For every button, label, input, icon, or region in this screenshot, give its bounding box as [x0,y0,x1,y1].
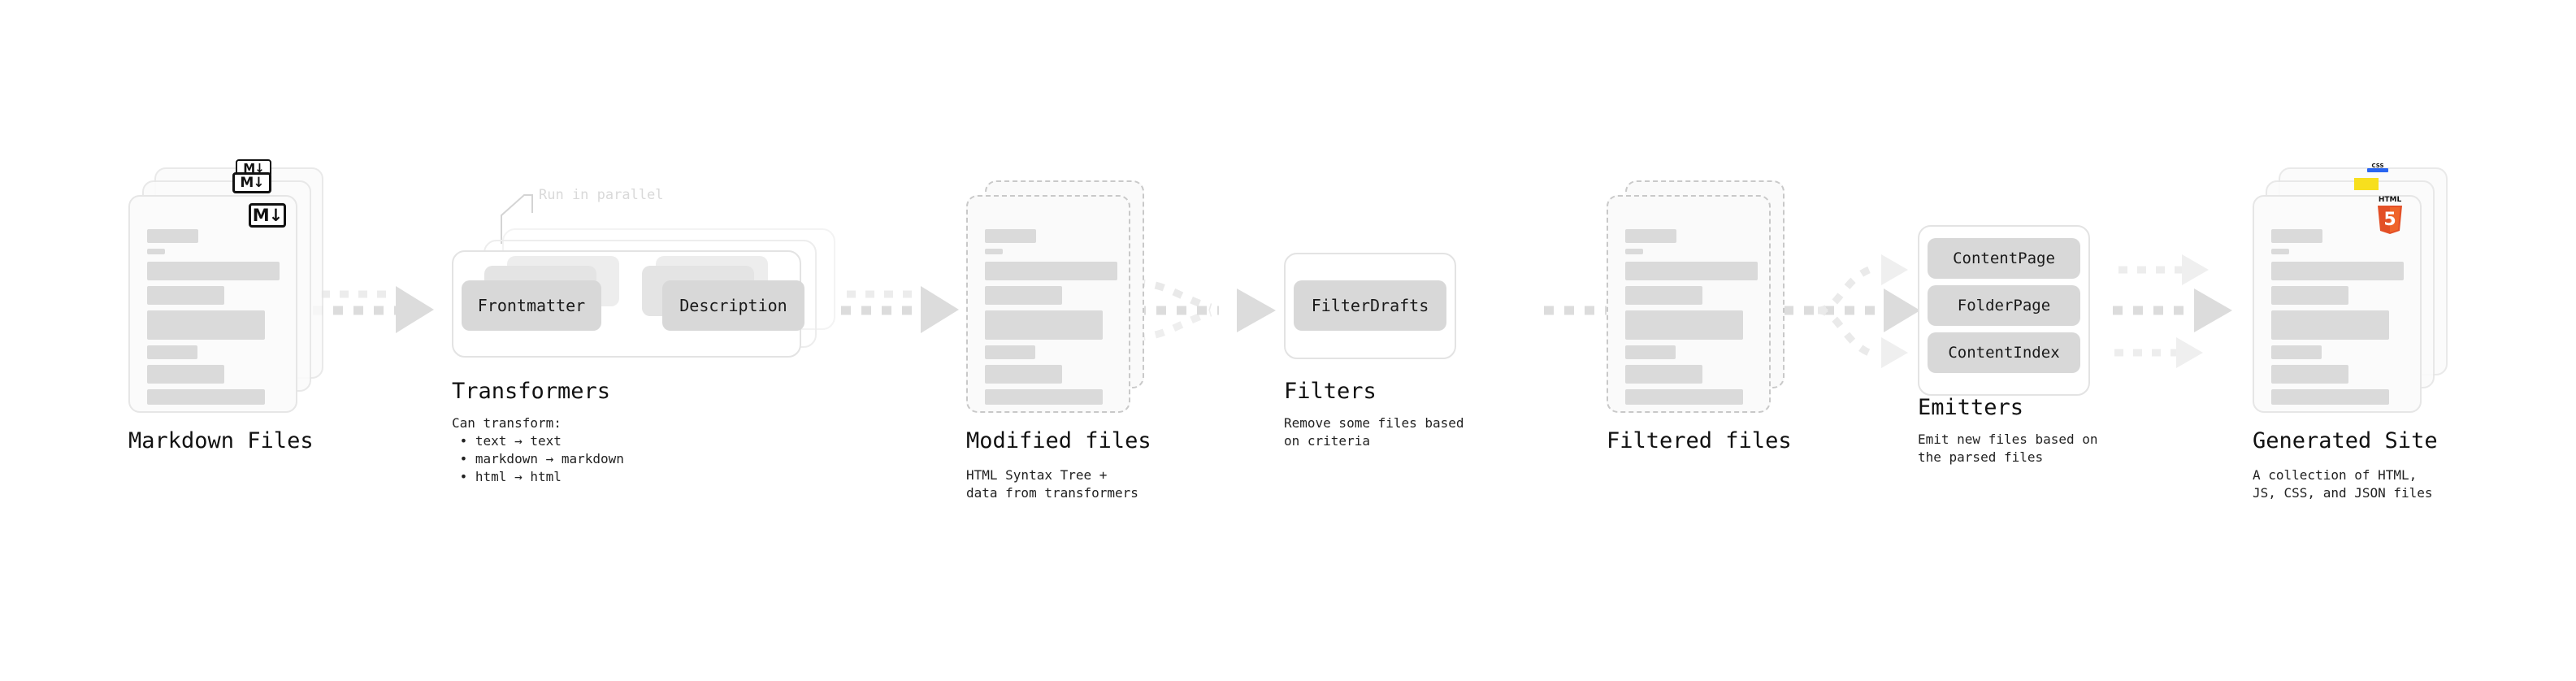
doc-bar [147,365,224,384]
doc-bar [985,345,1035,359]
doc-bar [985,365,1062,384]
markdown-card-front [128,195,297,413]
doc-bar [1625,249,1643,254]
svg-text:5: 5 [2383,210,2396,230]
doc-bar [2271,262,2404,280]
markdown-badge-icon: M↓ [249,203,286,228]
doc-bar [1625,310,1743,340]
doc-bar [985,286,1062,305]
emitter-chip-folderpage[interactable]: FolderPage [1928,285,2080,326]
doc-bar [147,389,265,405]
css-badge: CSS [2367,163,2388,172]
css-badge-label: CSS [2371,163,2384,169]
stage-title-modified-files: Modified files [966,428,1151,453]
doc-bar [2271,249,2289,254]
site-card-front [2253,195,2422,413]
connector-filtered-to-emitters [1784,254,1920,368]
markdown-badge-mid: M↓ [232,172,271,193]
run-in-parallel-label: Run in parallel [539,187,664,203]
doc-bar [1625,345,1676,359]
doc-bar [2271,310,2389,340]
doc-bar [985,262,1117,280]
stage-title-filters: Filters [1284,379,1377,404]
emitter-chip-contentindex[interactable]: ContentIndex [1928,332,2080,373]
connector-modified-to-filters [1135,279,1276,341]
parallel-leader-line [501,194,533,244]
emitter-chip-contentpage[interactable]: ContentPage [1928,238,2080,279]
stage-title-generated-site: Generated Site [2253,428,2438,453]
stage-subtitle-modified-files: HTML Syntax Tree + data from transformer… [966,467,1138,501]
transformer-chip-frontmatter[interactable]: Frontmatter [462,280,601,331]
doc-bar [985,389,1103,405]
doc-bar [1625,286,1702,305]
doc-bar [147,229,198,243]
doc-bar [985,229,1036,243]
doc-bar [1625,229,1676,243]
doc-bar [2271,365,2348,384]
connector-markdown-to-transformers [313,286,434,333]
html5-badge: HTML 5 [2373,193,2407,236]
doc-bar [2271,389,2389,405]
stage-subtitle-emitters: Emit new files based on the parsed files [1918,432,2098,465]
stage-title-filtered-files: Filtered files [1607,428,1792,453]
connector-emitters-to-site [2113,254,2232,368]
stage-title-transformers: Transformers [452,379,611,404]
doc-bar [1625,262,1758,280]
filtered-card-front [1607,195,1771,413]
filter-chip-filterdrafts[interactable]: FilterDrafts [1294,280,1446,331]
stage-subtitle-generated-site: A collection of HTML, JS, CSS, and JSON … [2253,467,2433,501]
stage-title-markdown-files: Markdown Files [128,428,314,453]
transformer-chip-description[interactable]: Description [662,280,804,331]
doc-bar [2271,229,2322,243]
doc-bar [985,310,1103,340]
doc-bar [2271,345,2322,359]
html5-badge-label: HTML [2379,196,2402,204]
js-badge [2354,178,2379,190]
doc-bar [147,345,197,359]
doc-bar [1625,365,1702,384]
stage-subtitle-transformers: Can transform: • text → text • markdown … [452,415,624,484]
doc-bar [147,310,265,340]
modified-card-front [966,195,1130,413]
connector-transformers-to-modified [841,286,959,333]
doc-bar [1625,389,1743,405]
doc-bar [2271,286,2348,305]
stage-subtitle-filters: Remove some files based on criteria [1284,415,1464,449]
stage-title-emitters: Emitters [1918,395,2024,420]
doc-bar [147,286,224,305]
doc-bar [147,249,165,254]
doc-bar [147,262,280,280]
doc-bar [985,249,1003,254]
